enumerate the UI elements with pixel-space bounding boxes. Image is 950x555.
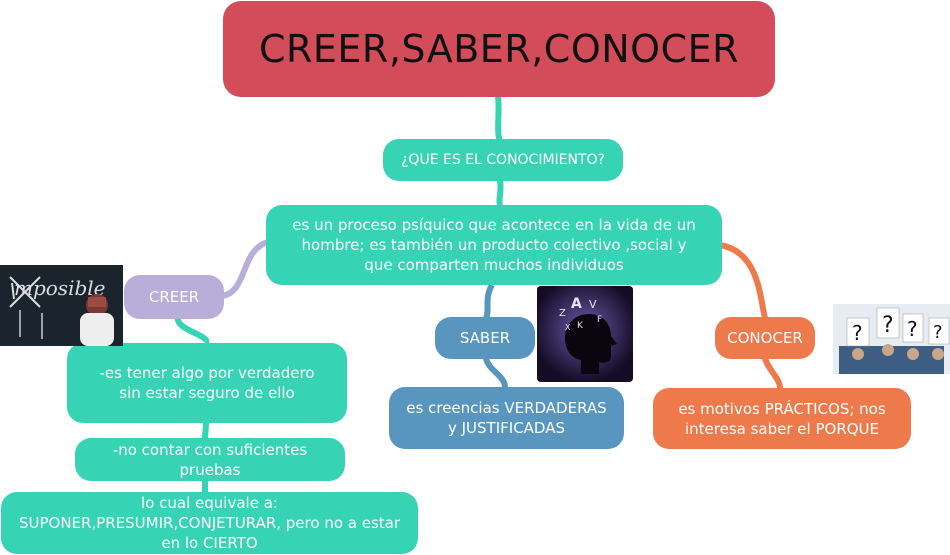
connector-definition-conocer <box>719 242 768 319</box>
imposible-photo: mposible <box>0 265 123 346</box>
branch-creer: CREER <box>124 275 224 319</box>
question-marks-photo: ? ? ? ? <box>833 304 950 374</box>
saber-item-1: es creencias VERDADERAS y JUSTIFICADAS <box>389 387 624 449</box>
branch-saber: SABER <box>435 317 535 359</box>
connector-item1-item2 <box>202 422 209 439</box>
svg-text:K: K <box>577 321 584 331</box>
connector-definition-creer <box>221 239 270 299</box>
branch-conocer: CONOCER <box>715 317 815 359</box>
svg-text:Z: Z <box>559 308 566 319</box>
svg-text:X: X <box>565 323 571 332</box>
creer-item-1: -es tener algo por verdadero sin estar s… <box>67 343 347 423</box>
svg-text:?: ? <box>852 321 863 345</box>
connector-definition-saber <box>483 283 495 320</box>
svg-text:V: V <box>589 298 597 311</box>
connector-creer-item1 <box>175 317 210 345</box>
connector-title-question <box>495 95 503 143</box>
map-title: CREER,SABER,CONOCER <box>223 1 775 97</box>
svg-text:F: F <box>597 315 602 325</box>
connector-conocer-item <box>762 357 783 389</box>
connector-question-definition <box>496 179 504 207</box>
svg-text:A: A <box>571 296 582 312</box>
connector-saber-item <box>483 357 508 388</box>
svg-text:?: ? <box>933 322 943 343</box>
svg-text:?: ? <box>882 313 894 338</box>
creer-item-2: -no contar con suficientes pruebas <box>75 438 345 481</box>
head-letters-image: A Z V F K X <box>537 286 633 382</box>
conocer-item-1: es motivos PRÁCTICOS; nos interesa saber… <box>653 388 911 449</box>
definition-node: es un proceso psíquico que acontece en l… <box>266 205 722 285</box>
svg-text:?: ? <box>907 317 918 341</box>
creer-item-3: lo cual equivale a: SUPONER,PRESUMIR,CON… <box>1 492 418 554</box>
question-node: ¿QUE ES EL CONOCIMIENTO? <box>383 139 623 181</box>
